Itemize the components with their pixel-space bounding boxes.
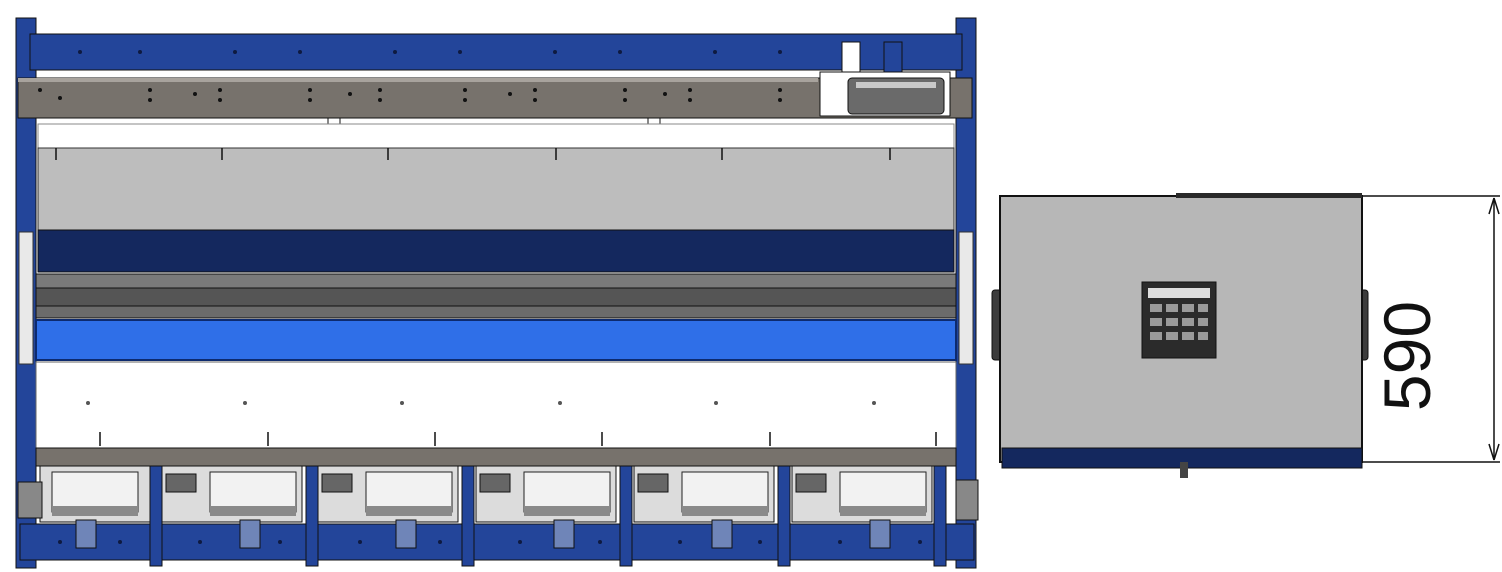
- motor-bracket: [841, 41, 861, 77]
- panel-pins: [55, 148, 891, 160]
- dimension-label: 590: [1370, 301, 1444, 411]
- dimension-arrow-top: [1488, 197, 1500, 215]
- side-view: 590: [991, 193, 1500, 478]
- left-post-window: [18, 231, 34, 365]
- side-box-top-edge: [1176, 193, 1362, 198]
- front-view: [15, 17, 979, 569]
- motor-cylinder-shine: [856, 82, 936, 88]
- rail-bolts: [38, 88, 782, 102]
- side-box-foot: [1180, 462, 1188, 478]
- top-beam: [29, 33, 963, 71]
- upper-gray-rail: [17, 77, 973, 119]
- lower-panel-pins: [99, 432, 937, 446]
- roller-divider-posts: [149, 465, 947, 567]
- roller-module: [791, 465, 933, 549]
- top-beam-bolts: [78, 50, 782, 54]
- rail-clip-2: [647, 117, 661, 125]
- roller-module: [317, 465, 459, 549]
- white-strip: [37, 123, 955, 149]
- right-post-window: [958, 231, 974, 365]
- right-end-cap: [955, 479, 979, 521]
- bright-blue-band: [35, 319, 957, 361]
- roller-module: [475, 465, 617, 549]
- roller-module: [633, 465, 775, 549]
- middle-rail-top: [35, 273, 957, 289]
- lower-white-panel: [35, 361, 957, 449]
- middle-rail-bottom: [35, 305, 957, 319]
- dimension-annotation: [1362, 195, 1500, 463]
- control-panel-icon: [1141, 281, 1217, 359]
- upper-gray-panel: [37, 147, 955, 231]
- lower-panel-dots: [86, 401, 876, 405]
- dark-blue-band: [37, 229, 955, 273]
- lower-gray-rail: [35, 447, 957, 467]
- roller-modules: [17, 465, 979, 567]
- roller-module: [161, 465, 303, 549]
- bottom-beam: [19, 523, 975, 561]
- motor-bracket-2: [883, 41, 903, 73]
- middle-rail-center: [35, 287, 957, 307]
- rail-highlight: [18, 78, 818, 82]
- rail-clip-1: [327, 117, 341, 125]
- dimension-arrow-bottom: [1488, 443, 1500, 461]
- bottom-beam-bolts: [58, 540, 922, 544]
- left-end-cap: [17, 481, 43, 519]
